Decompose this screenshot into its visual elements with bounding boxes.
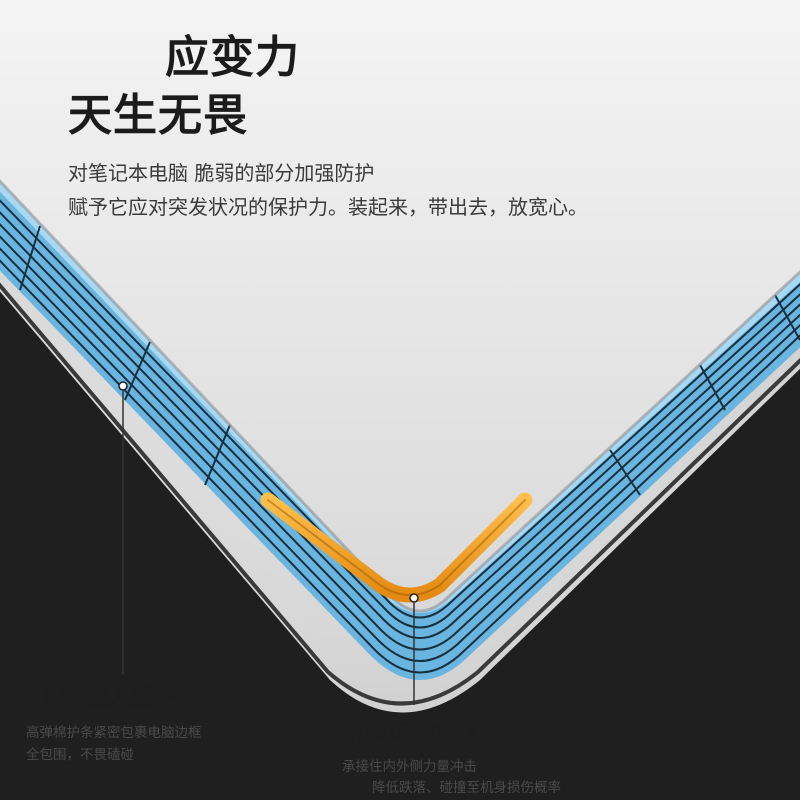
headline-line1: 应变力 bbox=[165, 32, 300, 83]
strip-feature-title: 360°嵌入式护条 bbox=[26, 685, 201, 711]
description-line1: 对笔记本电脑 脆弱的部分加强防护 bbox=[68, 161, 375, 185]
strip-feature-desc1: 高弹棉护条紧密包裹电脑边框 bbox=[26, 725, 202, 741]
corner-feature-title: 抗撞击护角 x4 bbox=[342, 719, 496, 745]
frame-stitching bbox=[0, 199, 800, 674]
strip-feature-desc2: 全包围，不畏磕碰 bbox=[26, 747, 134, 763]
corner-feature-desc1: 承接住内外侧力量冲击 bbox=[342, 759, 477, 775]
strip-callout bbox=[118, 381, 128, 675]
corner-protector-edge bbox=[267, 499, 526, 596]
outer-shell-rim bbox=[0, 282, 800, 706]
corner-callout bbox=[409, 593, 419, 705]
outer-shell bbox=[0, 291, 800, 800]
corner-feature-desc2: 降低跌落、碰撞至机身损伤概率 bbox=[372, 780, 561, 796]
inner-surface bbox=[0, 0, 800, 611]
description-line2: 赋予它应对突发状况的保护力。装起来，带出去，放宽心。 bbox=[68, 195, 588, 219]
headline-line2: 天生无畏 bbox=[68, 90, 248, 141]
frame-seams bbox=[19, 225, 800, 496]
